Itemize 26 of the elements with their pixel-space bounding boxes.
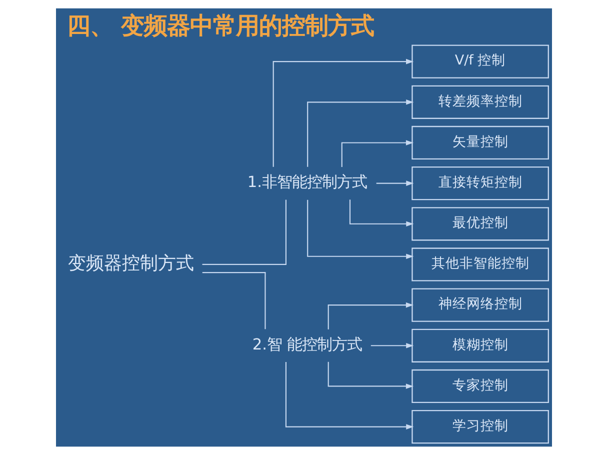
node-text: 2.智 能控制方式 <box>252 335 362 354</box>
arrow <box>348 200 414 227</box>
node-box: 直接转矩控制 <box>411 166 548 200</box>
node-box: 转差频率控制 <box>411 85 548 119</box>
arrow <box>272 58 414 167</box>
node-box: 学习控制 <box>411 410 548 444</box>
arrow <box>327 362 414 389</box>
arrow <box>370 342 414 348</box>
node-box: V/f 控制 <box>411 44 548 78</box>
node-box: 最优控制 <box>411 207 548 241</box>
arrow <box>306 100 414 167</box>
node-text: 变频器控制方式 <box>67 252 194 274</box>
arrow <box>327 302 414 330</box>
arrow <box>284 362 414 430</box>
arrow <box>340 140 414 168</box>
connector <box>202 272 266 330</box>
node-box: 模糊控制 <box>411 328 548 362</box>
arrow <box>376 180 414 186</box>
node-box: 矢量控制 <box>411 126 548 160</box>
node-box: 神经网络控制 <box>411 288 548 322</box>
node-box: 专家控制 <box>411 369 548 404</box>
diagram-title: 四、 变频器中常用的控制方式 <box>66 11 374 40</box>
node-text: 1.非智能控制方式 <box>246 173 366 192</box>
node-box: 其他非智能控制 <box>411 248 548 282</box>
connector <box>202 200 286 266</box>
arrow <box>306 200 414 260</box>
